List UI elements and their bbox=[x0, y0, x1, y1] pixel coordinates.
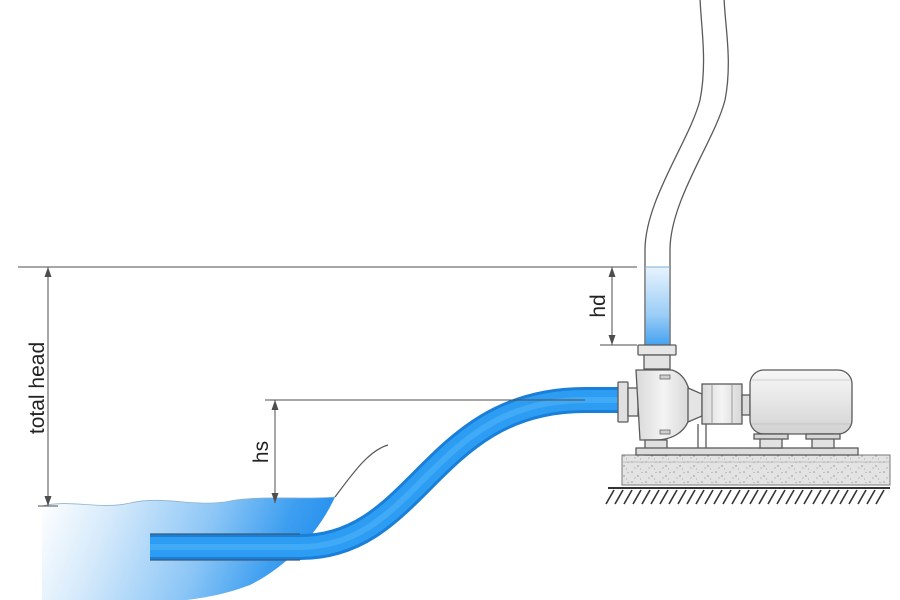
electric-motor bbox=[741, 369, 853, 449]
centrifugal-pump bbox=[617, 344, 859, 456]
ground-hatch-stroke bbox=[605, 489, 615, 505]
ground-hatch-stroke bbox=[839, 489, 849, 505]
discharge-pipe bbox=[644, 0, 729, 347]
suction-pipe bbox=[150, 387, 625, 561]
ground-hatch-stroke bbox=[641, 489, 651, 505]
hs-dimension bbox=[265, 399, 585, 503]
ground-hatch-stroke bbox=[875, 489, 885, 505]
ground-hatch-stroke bbox=[731, 489, 741, 505]
discharge-water-column bbox=[645, 267, 670, 347]
ground-hatch-stroke bbox=[668, 489, 678, 505]
total-head-label: total head bbox=[26, 342, 49, 434]
ground-hatch-stroke bbox=[677, 489, 687, 505]
ground-hatch-stroke bbox=[758, 489, 768, 505]
ground-hatch-stroke bbox=[812, 489, 822, 505]
hs-label: hs bbox=[250, 441, 273, 463]
concrete-base bbox=[621, 454, 891, 486]
ground-hatch-stroke bbox=[794, 489, 804, 505]
total-head-dimension bbox=[18, 266, 637, 507]
ground-hatch-stroke bbox=[623, 489, 633, 505]
ground-hatch-stroke bbox=[803, 489, 813, 505]
ground-hatch-stroke bbox=[776, 489, 786, 505]
wave-curl-line bbox=[334, 444, 389, 498]
ground-hatch-stroke bbox=[767, 489, 777, 505]
ground-hatch-stroke bbox=[614, 489, 624, 505]
hd-label: hd bbox=[587, 294, 610, 317]
ground-hatch-stroke bbox=[866, 489, 876, 505]
ground-hatch-stroke bbox=[821, 489, 831, 505]
ground-hatch-stroke bbox=[722, 489, 732, 505]
ground-hatch-stroke bbox=[650, 489, 660, 505]
ground-hatch-stroke bbox=[659, 489, 669, 505]
ground-hatch-stroke bbox=[695, 489, 705, 505]
hd-dimension bbox=[600, 267, 637, 346]
ground-hatch-stroke bbox=[704, 489, 714, 505]
ground-hatch-stroke bbox=[749, 489, 759, 505]
ground-hatch-stroke bbox=[785, 489, 795, 505]
reservoir-water bbox=[41, 444, 389, 600]
ground-hatch-stroke bbox=[713, 489, 723, 505]
ground-hatch-stroke bbox=[740, 489, 750, 505]
ground-hatch-stroke bbox=[632, 489, 642, 505]
ground-hatch-stroke bbox=[857, 489, 867, 505]
ground-hatch-stroke bbox=[848, 489, 858, 505]
ground-hatch-stroke bbox=[686, 489, 696, 505]
ground-hatching bbox=[605, 487, 890, 505]
ground-hatch-stroke bbox=[830, 489, 840, 505]
